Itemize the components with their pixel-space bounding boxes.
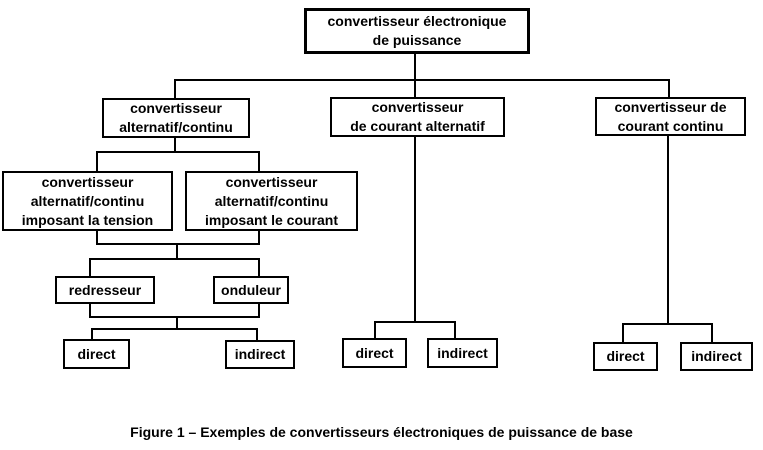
connector-line — [668, 79, 670, 98]
node-direct-1: direct — [63, 339, 130, 369]
connector-line — [174, 79, 670, 81]
connector-line — [89, 258, 260, 260]
connector-line — [256, 328, 258, 341]
connector-line — [91, 328, 258, 330]
node-convertisseur-courant-alternatif: convertisseur de courant alternatif — [330, 97, 505, 137]
connector-line — [91, 328, 93, 340]
connector-line — [176, 245, 178, 259]
connector-line — [258, 258, 260, 277]
connector-line — [258, 303, 260, 318]
connector-line — [89, 316, 260, 318]
node-redresseur: redresseur — [55, 276, 155, 304]
connector-line — [374, 321, 376, 339]
connector-line — [622, 323, 713, 325]
connector-line — [414, 136, 416, 323]
connector-line — [711, 323, 713, 343]
connector-line — [89, 303, 91, 318]
figure-caption: Figure 1 – Exemples de convertisseurs él… — [130, 424, 633, 440]
connector-line — [374, 321, 456, 323]
connector-line — [258, 230, 260, 245]
node-imposant-le-courant: convertisseur alternatif/continu imposan… — [185, 171, 358, 231]
connector-line — [454, 321, 456, 339]
connector-line — [258, 151, 260, 172]
node-onduleur: onduleur — [213, 276, 289, 304]
node-indirect-1: indirect — [225, 340, 295, 369]
connector-line — [96, 151, 98, 172]
node-indirect-2: indirect — [427, 338, 498, 368]
connector-line — [414, 79, 416, 98]
connector-line — [96, 151, 260, 153]
connector-line — [414, 53, 416, 81]
connector-line — [174, 136, 176, 153]
connector-line — [96, 230, 98, 245]
connector-line — [174, 79, 176, 99]
node-direct-2: direct — [342, 338, 407, 368]
node-convertisseur-alternatif-continu: convertisseur alternatif/continu — [102, 98, 250, 138]
connector-line — [667, 135, 669, 325]
node-imposant-la-tension: convertisseur alternatif/continu imposan… — [2, 171, 173, 231]
connector-line — [622, 323, 624, 343]
node-convertisseur-courant-continu: convertisseur de courant continu — [595, 97, 746, 136]
node-direct-3: direct — [593, 342, 658, 371]
connector-line — [89, 258, 91, 277]
connector-line — [176, 318, 178, 329]
node-indirect-3: indirect — [680, 342, 753, 371]
connector-line — [96, 243, 260, 245]
node-root: convertisseur électronique de puissance — [304, 8, 530, 54]
